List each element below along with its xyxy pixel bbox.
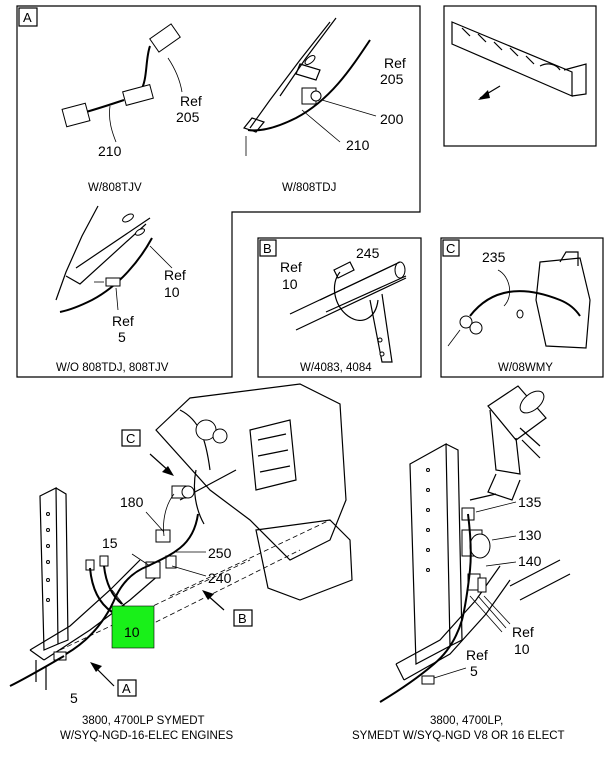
callout-15: 15 xyxy=(102,535,118,551)
callout-235: 235 xyxy=(482,249,506,265)
callout-ref-5-right-ref: Ref xyxy=(466,647,488,663)
callout-245: 245 xyxy=(356,245,380,261)
frame-wo-808-drawing xyxy=(55,205,173,313)
callout-ref-10-b-num: 10 xyxy=(282,276,298,292)
callout-5-left: 5 xyxy=(70,690,78,706)
caption-wo-808: W/O 808TDJ, 808TJV xyxy=(56,362,169,374)
view-arrow-a xyxy=(90,662,115,687)
callout-ref-5-a3-num: 5 xyxy=(118,329,126,345)
callout-ref-5-right-num: 5 xyxy=(470,663,478,679)
callout-250: 250 xyxy=(208,545,232,561)
view-tag-b-box xyxy=(233,609,253,627)
view-tag-c-box xyxy=(121,429,141,447)
bracket-inset-drawing xyxy=(451,21,587,100)
callout-ref-205-a2-ref: Ref xyxy=(384,55,406,71)
callout-ref-10-a3-num: 10 xyxy=(164,284,180,300)
panel-c-frame xyxy=(440,237,604,378)
callout-ref-205-a2-num: 205 xyxy=(380,71,404,87)
view-tag-c: C xyxy=(126,431,135,446)
view-tag-b: B xyxy=(238,611,247,626)
view-tag-a-box xyxy=(117,679,137,697)
callout-ref-205-a1-num: 205 xyxy=(176,109,200,125)
harness-808tdj-drawing xyxy=(242,17,377,156)
view-arrow-b xyxy=(202,590,225,611)
callout-180: 180 xyxy=(120,494,144,510)
caption-w808tjv: W/808TJV xyxy=(88,182,142,194)
callout-ref-10-a3-ref: Ref xyxy=(164,267,186,283)
highlight-box[interactable] xyxy=(111,605,155,649)
caption-w4083: W/4083, 4084 xyxy=(300,362,372,374)
caption-right-line1: 3800, 4700LP, xyxy=(430,715,503,727)
caption-left-line1: 3800, 4700LP SYMEDT xyxy=(82,715,205,727)
view-arrow-c xyxy=(149,453,174,476)
callout-ref-205-a1-ref: Ref xyxy=(180,93,202,109)
view-tag-a: A xyxy=(122,681,131,696)
panel-a-tag: A xyxy=(23,10,32,25)
panel-c-harness-drawing xyxy=(447,251,591,349)
caption-w08wmy: W/08WMY xyxy=(498,362,553,374)
panel-b-clamp-drawing xyxy=(289,261,407,363)
callout-200: 200 xyxy=(380,111,404,127)
harness-808tjv-drawing xyxy=(61,23,183,143)
panel-b-tag: B xyxy=(263,241,272,256)
callout-140: 140 xyxy=(518,553,542,569)
callout-ref-10-right-num: 10 xyxy=(514,641,530,657)
caption-w808tdj: W/808TDJ xyxy=(282,182,336,194)
callout-240: 240 xyxy=(208,570,232,586)
bolt-5-right xyxy=(421,675,435,685)
panel-a-frame xyxy=(16,5,421,378)
callout-210-a1: 210 xyxy=(98,143,122,159)
callout-ref-5-a3-ref: Ref xyxy=(112,313,134,329)
callout-135: 135 xyxy=(518,494,542,510)
bracket-inset-frame xyxy=(443,5,597,147)
callout-130: 130 xyxy=(518,527,542,543)
panel-b-frame xyxy=(257,237,422,378)
main-left-assembly-drawing xyxy=(9,383,353,690)
callout-ref-10-right-ref: Ref xyxy=(512,624,534,640)
highlight-label[interactable]: 10 xyxy=(124,624,140,640)
panel-c-tag: C xyxy=(446,241,455,256)
callout-ref-10-b-ref: Ref xyxy=(280,259,302,275)
panel-a-tag-box xyxy=(18,7,38,27)
caption-right-line2: SYMEDT W/SYQ-NGD V8 OR 16 ELECT xyxy=(352,730,565,742)
caption-left-line2: W/SYQ-NGD-16-ELEC ENGINES xyxy=(60,730,233,742)
main-right-assembly-drawing xyxy=(379,385,571,703)
panel-c-tag-box xyxy=(442,239,460,257)
panel-b-tag-box xyxy=(259,239,277,257)
callout-210-a2: 210 xyxy=(346,137,370,153)
